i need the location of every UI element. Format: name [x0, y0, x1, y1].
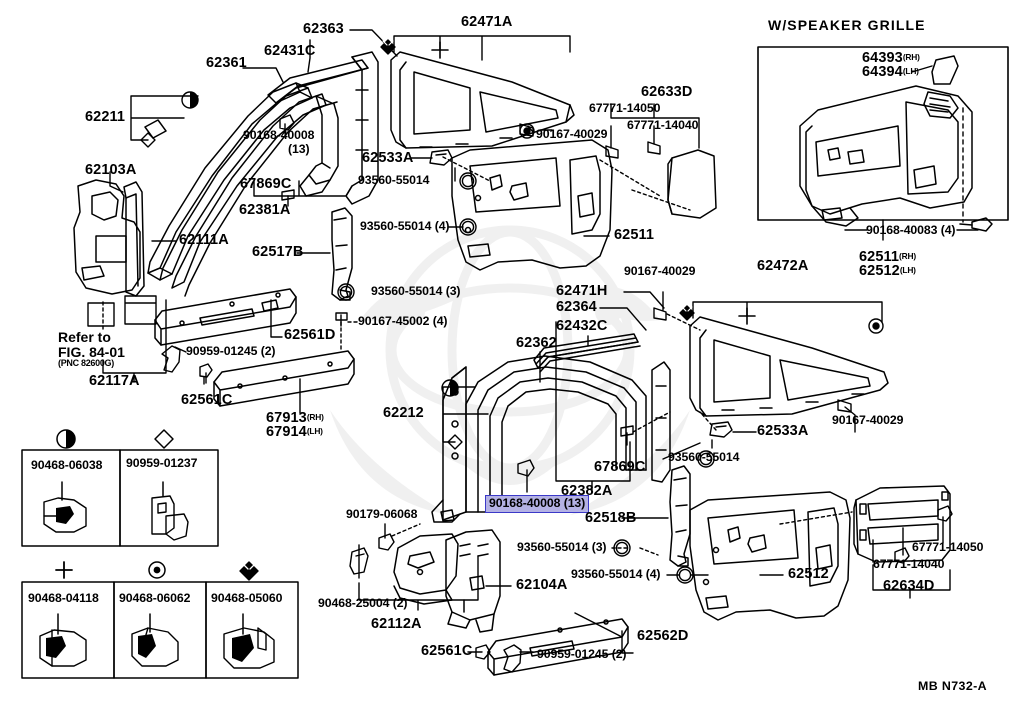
- callout-62511-mid: 62511: [614, 227, 655, 243]
- callout-62212: 62212: [383, 405, 424, 421]
- callout-62517B: 62517B: [252, 244, 304, 260]
- callout-93560-55014-b: 93560-55014: [668, 450, 740, 464]
- callout-90167-45002: 90167-45002 (4): [358, 314, 448, 328]
- callout-93560-55014-3a: 93560-55014 (3): [371, 284, 461, 298]
- callout-93560-55014-3b: 93560-55014 (3): [517, 540, 607, 554]
- callout-62511-box: 62511(RH): [859, 249, 916, 265]
- callout-62211: 62211: [85, 109, 126, 125]
- callout-62634D: 62634D: [883, 578, 935, 594]
- callout-62431C: 62431C: [264, 43, 316, 59]
- refer-to-line1: Refer to: [58, 329, 111, 345]
- callout-67869C-mid: 67869C: [594, 459, 646, 475]
- callout-62512-box: 62512(LH): [859, 263, 916, 279]
- callout-93560-55014-4a: 93560-55014 (4): [360, 219, 450, 233]
- callout-90959-01245-b: 90959-01245 (2): [537, 647, 627, 661]
- callout-62561D: 62561D: [284, 327, 336, 343]
- legend-part-90959-01237: 90959-01237: [126, 456, 198, 470]
- callout-62512-bot: 62512: [788, 566, 829, 582]
- callout-67771-14040-top: 67771-14040: [627, 118, 699, 132]
- callout-90167-40029-top: 90167-40029: [536, 127, 608, 141]
- callout-62533A-mid: 62533A: [757, 423, 809, 439]
- callout-62472A: 62472A: [757, 258, 809, 274]
- suffix-rh: (RH): [306, 412, 324, 422]
- callout-90168-40008: 90168-40008: [243, 128, 315, 142]
- callout-64393: 64393(RH): [862, 50, 920, 66]
- callout-62471H: 62471H: [556, 283, 608, 299]
- callout-90179-06068: 90179-06068: [346, 507, 418, 521]
- callout-93560-55014-4b: 93560-55014 (4): [571, 567, 661, 581]
- refer-to-line2: FIG. 84-01: [58, 343, 125, 360]
- callout-90959-01245-a: 90959-01245 (2): [186, 344, 276, 358]
- callout-62382A: 62382A: [561, 483, 613, 499]
- callout-67913: 67913(RH): [266, 410, 324, 426]
- callout-90167-40029-right: 90167-40029: [832, 413, 904, 427]
- callout-64394: 64394(LH): [862, 64, 919, 80]
- figure-footer-code: MB N732-A: [918, 679, 988, 693]
- highlighted-part-number[interactable]: 90168-40008 (13): [484, 495, 590, 513]
- callout-62362: 62362: [516, 335, 557, 351]
- callout-62471A: 62471A: [461, 14, 513, 30]
- legend-part-90468-06062: 90468-06062: [119, 591, 191, 605]
- callout-62111A: 62111A: [179, 232, 229, 248]
- callout-62361: 62361: [206, 55, 247, 71]
- callout-62432C: 62432C: [556, 318, 608, 334]
- legend-part-90468-05060: 90468-05060: [211, 591, 283, 605]
- refer-to-pnc: (PNC 82600G): [58, 358, 114, 369]
- callout-62117A: 62117A: [89, 373, 140, 389]
- legend-part-90468-04118: 90468-04118: [28, 591, 99, 605]
- callout-90168-40008-qty: (13): [288, 142, 310, 156]
- callout-62112A: 62112A: [371, 616, 422, 632]
- callout-62103A: 62103A: [85, 162, 137, 178]
- callout-62381A: 62381A: [239, 202, 291, 218]
- callout-62633D: 62633D: [641, 84, 693, 100]
- callout-62561C-bot: 62561C: [421, 643, 473, 659]
- callout-62363: 62363: [303, 21, 344, 37]
- speaker-grille-title: W/SPEAKER GRILLE: [768, 17, 926, 33]
- callout-62533A-top: 62533A: [362, 150, 414, 166]
- callout-90468-25004: 90468-25004 (2): [318, 596, 408, 610]
- callout-67771-14040-bot: 67771-14040: [873, 557, 945, 571]
- refer-to-note: Refer to FIG. 84-01 (PNC 82600G): [58, 330, 125, 368]
- callout-90167-40029-mid: 90167-40029: [624, 264, 696, 278]
- callout-62518B: 62518B: [585, 510, 637, 526]
- callout-67771-14050-top: 67771-14050: [589, 101, 661, 115]
- legend-part-90468-06038: 90468-06038: [31, 458, 103, 472]
- callout-93560-55014-a: 93560-55014: [358, 173, 430, 187]
- callout-90168-40083: 90168-40083 (4): [866, 223, 956, 237]
- callout-67914: 67914(LH): [266, 424, 323, 440]
- callout-67869C-top: 67869C: [240, 176, 292, 192]
- callout-67771-14050-bot: 67771-14050: [912, 540, 984, 554]
- callout-62104A: 62104A: [516, 577, 568, 593]
- callout-62364: 62364: [556, 299, 597, 315]
- callout-62561C-top: 62561C: [181, 392, 233, 408]
- callout-62562D: 62562D: [637, 628, 689, 644]
- suffix-lh: (LH): [306, 426, 323, 436]
